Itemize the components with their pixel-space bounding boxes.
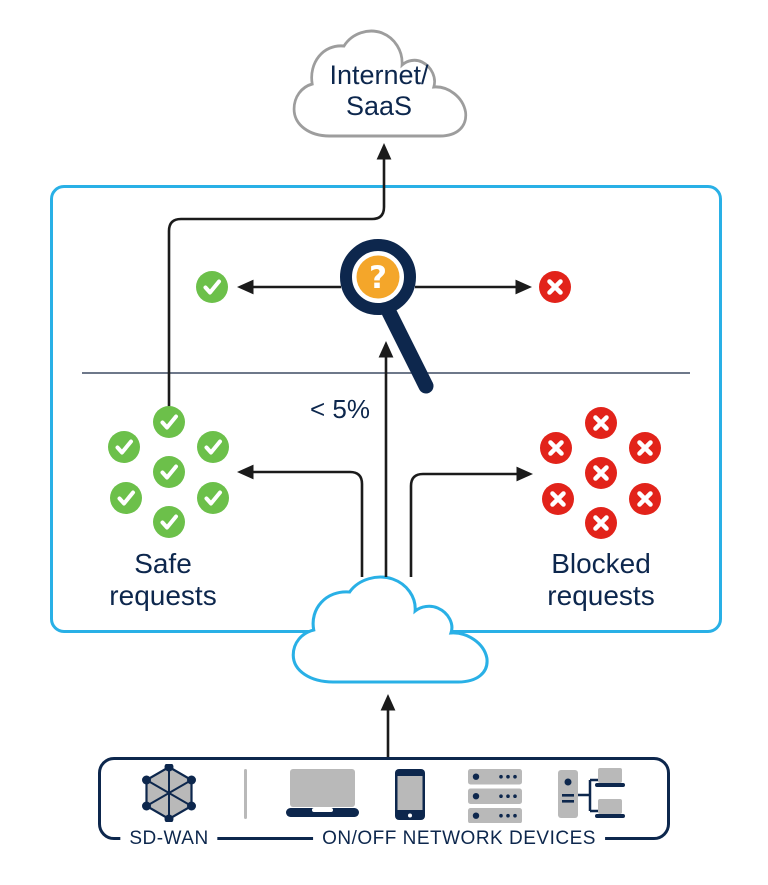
arrow-inspector-to-allow (237, 279, 341, 295)
blocked-label-line2: requests (547, 579, 655, 611)
question-glyph: ? (369, 260, 387, 296)
check-circle-icon (195, 429, 231, 465)
x-circle-icon (542, 483, 574, 515)
arrow-inspector-to-block (415, 279, 532, 295)
magnifier-handle (381, 304, 434, 394)
arrow-resolver-to-inspector (378, 341, 394, 577)
safe-path-to-internet (167, 143, 392, 412)
x-circle-icon (629, 432, 661, 464)
arrow-resolver-to-safe (237, 464, 364, 577)
safe-label-line1: Safe (134, 548, 192, 579)
allow-check-icon (194, 269, 230, 305)
desktop-network-icon (558, 768, 625, 818)
check-circle-icon (151, 454, 187, 490)
arrow-resolver-to-blocked (409, 466, 533, 577)
x-circle-icon (585, 407, 617, 439)
network-devices-label: ON/OFF NETWORK DEVICES (313, 827, 605, 851)
sdwan-label: SD-WAN (120, 827, 218, 851)
safe-label-line2: requests (109, 579, 217, 611)
dns-resolver-cloud-icon (291, 575, 489, 684)
magnifier-lens (356, 255, 400, 299)
laptop-icon (286, 769, 359, 817)
server-stack-icon (468, 769, 522, 823)
blocked-label-line1: Blocked (551, 548, 651, 579)
arrow-to-internet-head (376, 143, 392, 160)
sdwan-mesh-icon (142, 764, 196, 822)
block-x-icon (539, 271, 571, 303)
blocked-requests-label: Blocked requests (521, 548, 681, 612)
icon-group-divider (244, 769, 247, 819)
blocked-requests-cluster (540, 407, 661, 539)
x-circle-icon (629, 483, 661, 515)
safe-requests-label: Safe requests (83, 548, 243, 612)
internet-cloud-label-line1: Internet/ (329, 60, 429, 90)
x-circle-icon (585, 507, 617, 539)
check-circle-icon (108, 480, 144, 516)
threshold-label: < 5% (310, 394, 370, 424)
x-circle-icon (585, 457, 617, 489)
internet-cloud-icon (292, 29, 468, 138)
phone-icon (395, 769, 425, 820)
arrow-devices-to-resolver (380, 694, 396, 757)
internet-cloud-label-line2: SaaS (345, 91, 413, 122)
check-circle-icon (195, 480, 231, 516)
check-circle-icon (106, 429, 142, 465)
safe-requests-cluster (106, 404, 231, 540)
x-circle-icon (540, 432, 572, 464)
magnifier-question-icon: ? (340, 239, 434, 394)
internet-cloud-label: Internet/ SaaS (286, 60, 472, 123)
check-circle-icon (151, 404, 187, 440)
check-circle-icon (151, 504, 187, 540)
